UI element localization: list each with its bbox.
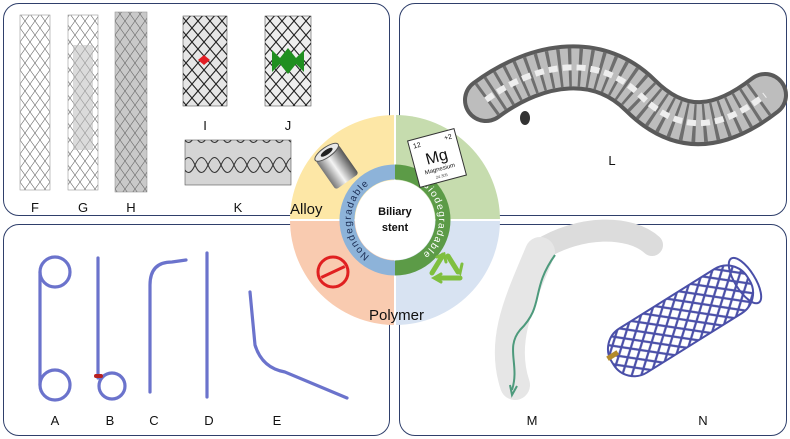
stent-b: [94, 256, 127, 401]
recycle-icon: [429, 251, 464, 284]
stent-detail-i: [182, 15, 228, 107]
magnesium-element-icon: 12 +2 Mg Magnesium 24.305: [406, 127, 468, 189]
svg-text:12: 12: [413, 142, 422, 151]
label-c: C: [149, 413, 158, 428]
label-d: D: [204, 413, 213, 428]
ring-biodegradable: [394, 164, 451, 276]
label-alloy: Alloy: [290, 201, 323, 218]
label-k: K: [234, 200, 243, 215]
stent-g: [67, 14, 99, 191]
svg-text:+2: +2: [443, 133, 453, 142]
label-a: A: [51, 413, 60, 428]
stent-h: [114, 11, 148, 193]
label-n: N: [698, 413, 707, 428]
svg-text:Mg: Mg: [424, 146, 450, 168]
label-f: F: [31, 200, 39, 215]
label-h: H: [126, 200, 135, 215]
label-i: I: [203, 118, 207, 133]
stent-c: [148, 258, 188, 394]
stent-e: [248, 290, 349, 400]
metal-cylinder-icon: [314, 142, 358, 189]
label-l: L: [608, 153, 615, 168]
center-title-line2: stent: [382, 222, 409, 234]
stent-f: [19, 14, 51, 191]
label-polymer: Polymer: [369, 307, 424, 324]
ring-nondegradable: [339, 164, 396, 276]
center-title-line1: Biliary: [378, 206, 413, 218]
center-classification-wheel: Biodegradable Nondegradable Biliary sten…: [290, 115, 500, 325]
label-e: E: [273, 413, 282, 428]
label-j: J: [285, 118, 292, 133]
label-g: G: [78, 200, 88, 215]
stent-m: [494, 219, 663, 400]
stent-detail-k: [184, 139, 292, 186]
label-m: M: [527, 413, 538, 428]
stent-a: [38, 255, 72, 402]
label-b: B: [106, 413, 115, 428]
stent-n: [606, 256, 763, 378]
stent-detail-j: [264, 15, 312, 107]
svg-text:24.305: 24.305: [435, 172, 449, 180]
stent-l: [463, 44, 788, 147]
prohibition-icon: [316, 255, 350, 289]
